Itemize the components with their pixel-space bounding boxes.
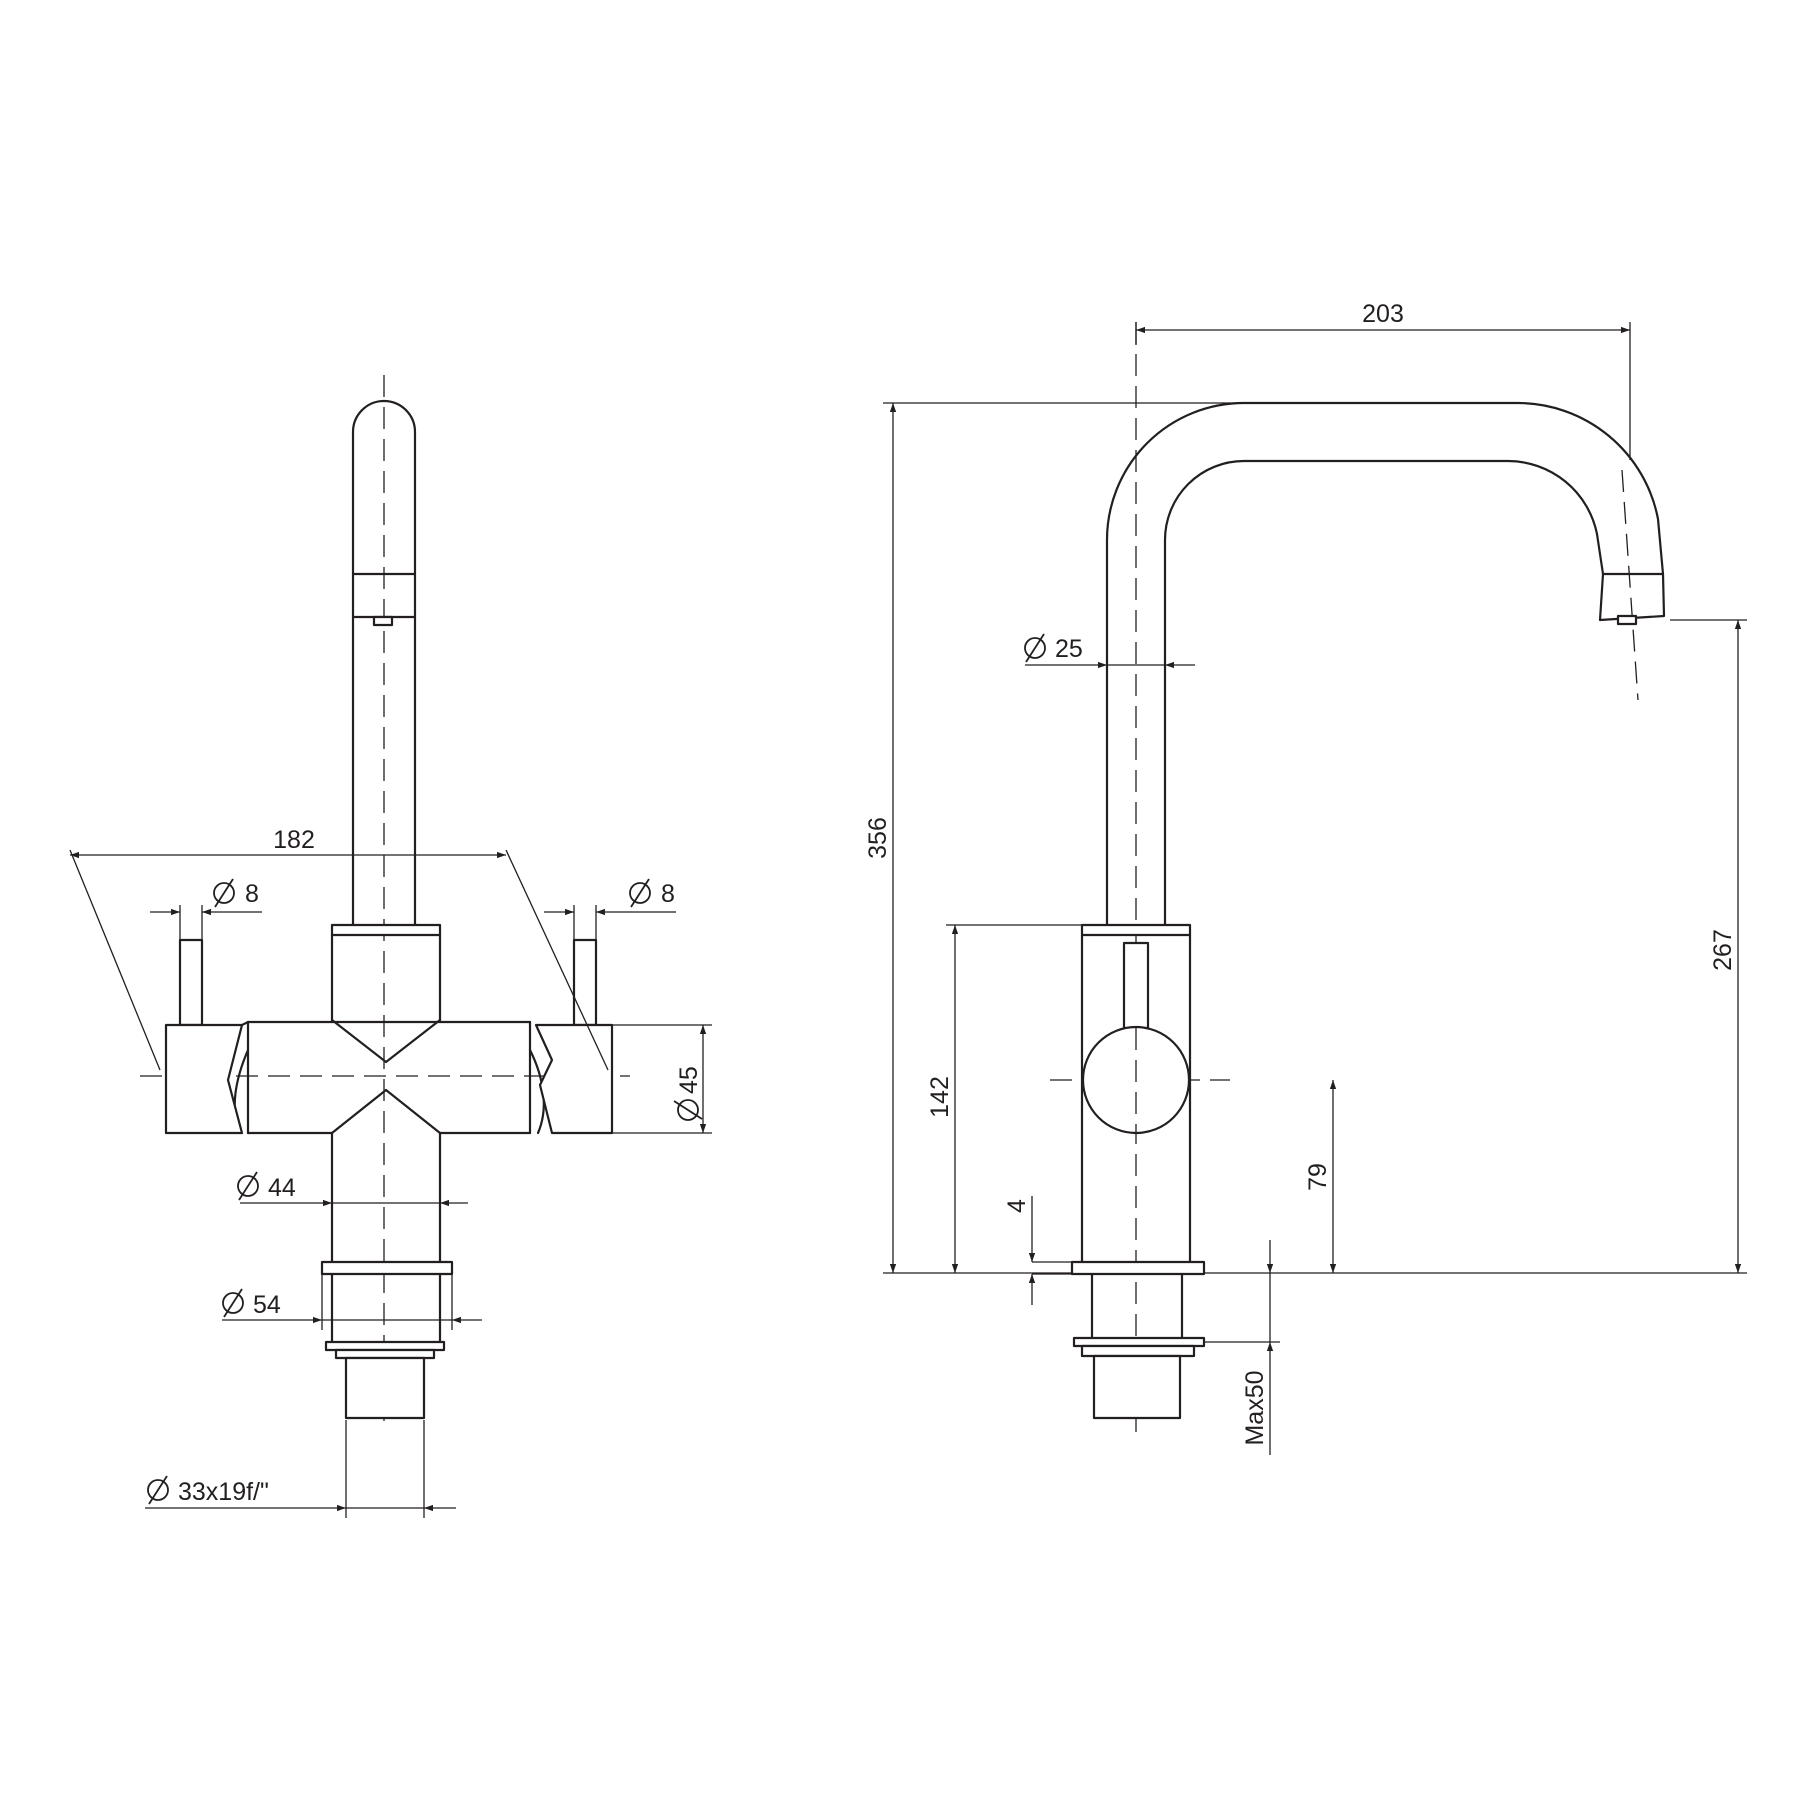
- side-spout-tube: [1105, 401, 1666, 927]
- dim-total-height: 356: [864, 402, 1244, 1274]
- dim-stem-dia: 44: [237, 1171, 468, 1207]
- front-horizontal-body: [233, 1020, 545, 1135]
- dim-right-lever-dia: 8: [544, 878, 676, 942]
- dim-tube-dia: 25: [1024, 633, 1195, 669]
- dim-body-dia-label: 45: [675, 1066, 703, 1094]
- dim-deck-thickness: Max50: [1204, 1240, 1280, 1455]
- side-view: 203 356 25 142 4: [864, 300, 1747, 1455]
- dim-reach: 203: [1135, 300, 1631, 460]
- dim-left-lever-dia: 8: [150, 878, 262, 942]
- dim-right-lever-label: 8: [661, 880, 675, 908]
- front-central-body: [330, 923, 442, 1064]
- side-body: [1070, 923, 1206, 1420]
- dim-thread: 33x19f/": [145, 1420, 456, 1518]
- dim-body-dia: 45: [612, 1024, 712, 1134]
- dim-body-height: 142: [926, 924, 1082, 1273]
- dim-max50-label: Max50: [1241, 1370, 1269, 1445]
- dim-tube-dia-label: 25: [1055, 635, 1083, 663]
- dim-flange-dia-label: 54: [253, 1291, 281, 1319]
- dim-base-plate: 4: [1003, 1196, 1072, 1305]
- dim-203-label: 203: [1362, 300, 1404, 328]
- dim-left-lever-label: 8: [245, 880, 259, 908]
- dim-spout-height: 267: [1204, 619, 1747, 1274]
- dim-356-label: 356: [864, 817, 892, 859]
- spout-outlet-axis: [1621, 469, 1639, 701]
- dim-4-label: 4: [1003, 1199, 1031, 1213]
- dim-182-label: 182: [273, 826, 315, 854]
- dim-79-label: 79: [1304, 1163, 1332, 1191]
- front-left-handle: [164, 938, 250, 1135]
- dim-142-label: 142: [926, 1076, 954, 1118]
- dim-267-label: 267: [1709, 929, 1737, 971]
- dim-flange-dia: 54: [222, 1274, 482, 1330]
- front-right-handle: [534, 938, 614, 1135]
- dim-overall-width: 182: [69, 826, 609, 1071]
- dim-stem-dia-label: 44: [268, 1174, 296, 1202]
- front-lower-stem: [320, 1131, 454, 1420]
- front-spout-tube: [351, 399, 417, 927]
- dim-lever-axis-height: 79: [1304, 1080, 1337, 1273]
- dim-thread-label: 33x19f/": [178, 1478, 269, 1506]
- front-view: 182 8 8 45: [69, 375, 712, 1518]
- side-lever: [1081, 941, 1191, 1135]
